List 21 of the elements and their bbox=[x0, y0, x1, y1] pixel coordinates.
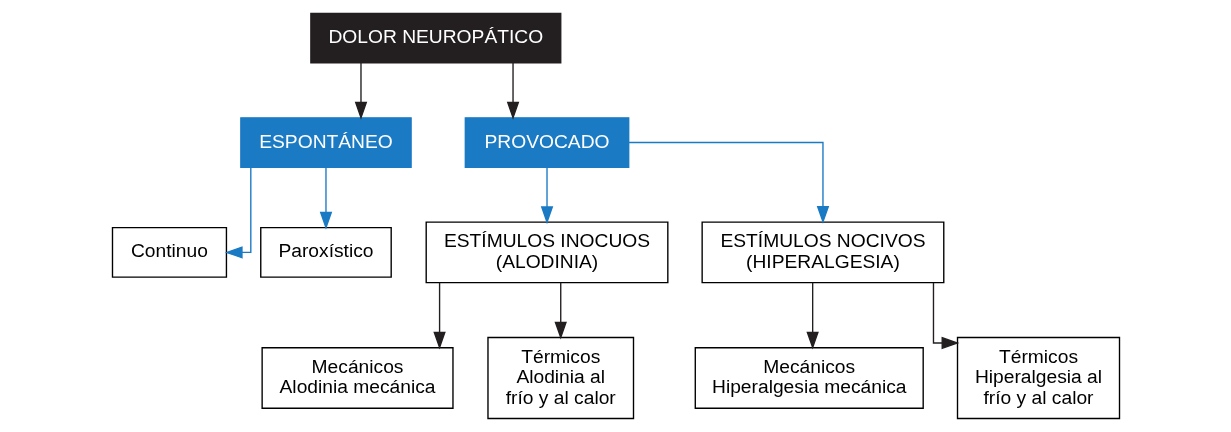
node-box: Térmicos Hiperalgesia al frío y al calor bbox=[956, 336, 1120, 420]
arrow bbox=[627, 141, 829, 224]
arrow bbox=[540, 166, 553, 225]
node-box: PROVOCADO bbox=[464, 117, 629, 168]
node-box: Mecánicos Hiperalgesia mecánica bbox=[694, 347, 924, 409]
node-box: ESTÍMULOS NOCIVOS (HIPERALGESIA) bbox=[700, 221, 944, 284]
arrow bbox=[805, 282, 819, 350]
node-box: Térmicos Alodinia al frío y al calor bbox=[486, 336, 634, 420]
arrow bbox=[319, 166, 332, 230]
node-box: ESTÍMULOS INOCUOS (ALODINIA) bbox=[425, 221, 668, 284]
arrow bbox=[432, 282, 446, 350]
arrow bbox=[506, 62, 519, 120]
arrow bbox=[354, 62, 367, 120]
node-box: Mecánicos Alodinia mecánica bbox=[260, 347, 454, 409]
arrow bbox=[554, 282, 567, 340]
arrow bbox=[932, 282, 959, 350]
node-box: DOLOR NEUROPÁTICO bbox=[309, 12, 561, 64]
node-box: ESPONTÁNEO bbox=[239, 117, 412, 168]
arrow bbox=[224, 166, 251, 259]
node-box: Continuo bbox=[111, 227, 227, 278]
node-box: Paroxístico bbox=[259, 227, 392, 278]
